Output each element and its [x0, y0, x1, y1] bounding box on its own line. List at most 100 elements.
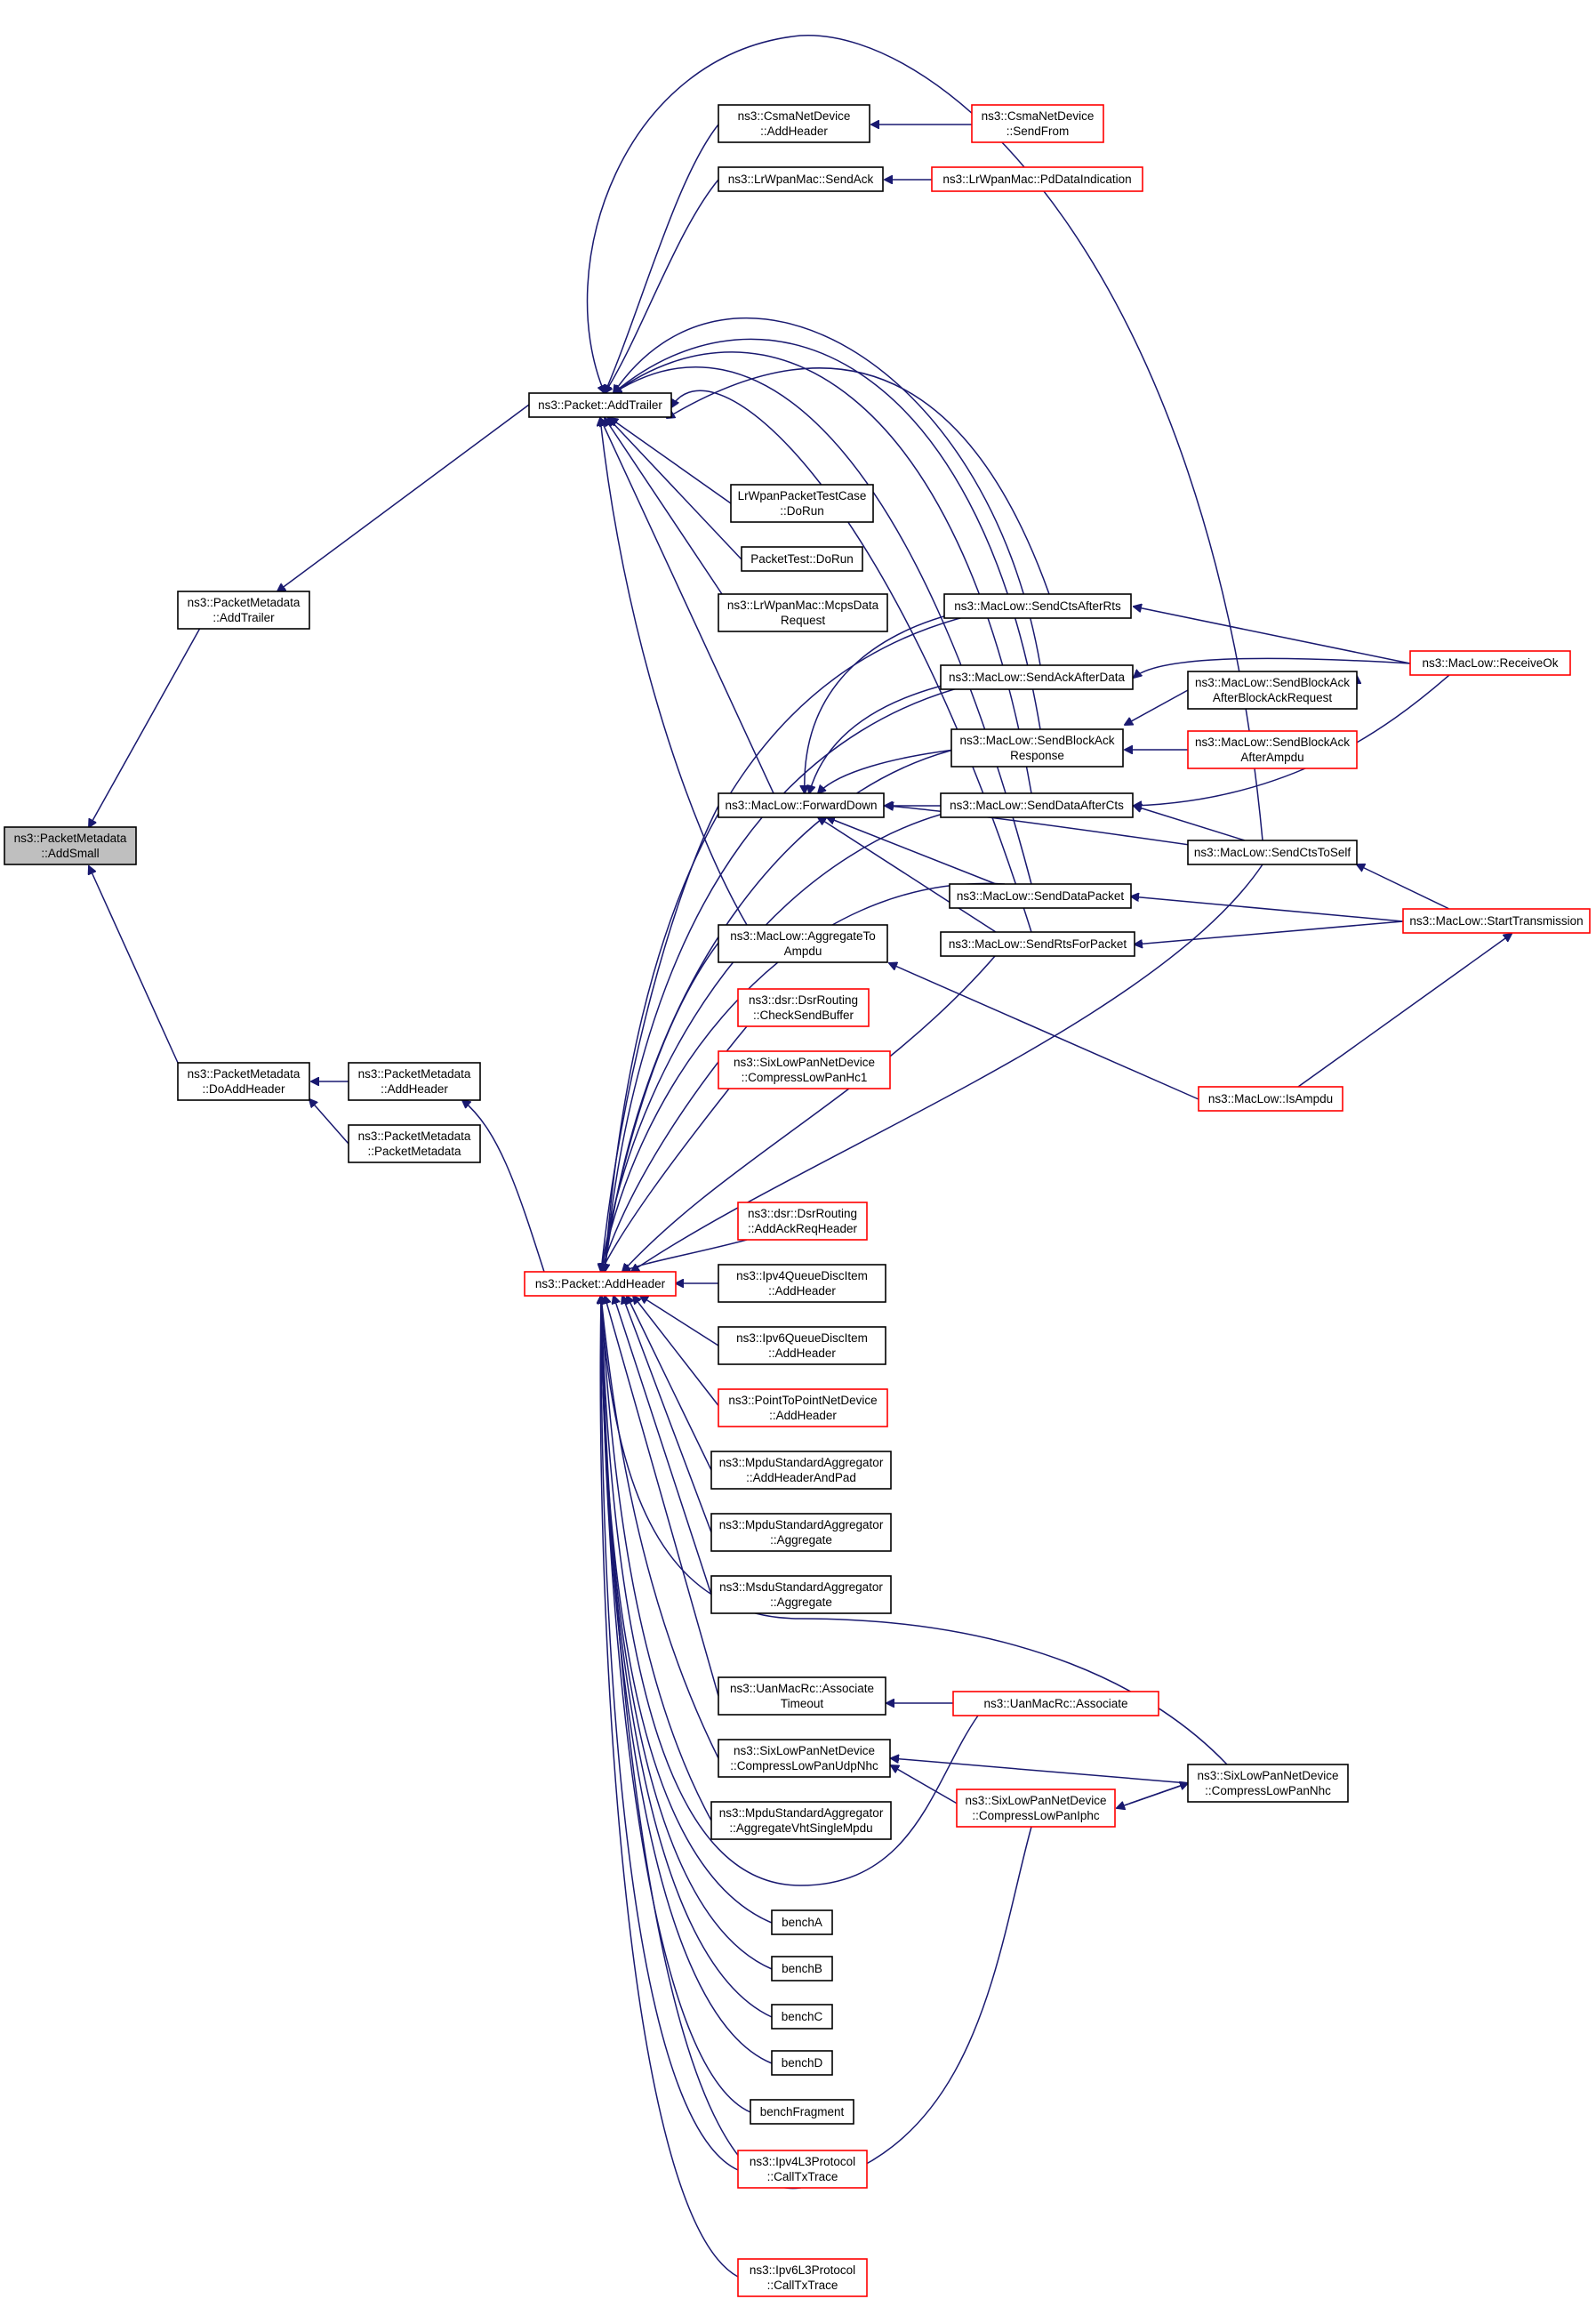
node-pkt-addtrailer[interactable]: ns3::Packet::AddTrailer	[528, 392, 672, 418]
node-forwarddown[interactable]: ns3::MacLow::ForwardDown	[718, 792, 885, 818]
node-box[interactable]	[718, 792, 885, 818]
node-box[interactable]	[1187, 730, 1358, 769]
node-box[interactable]	[737, 988, 870, 1027]
node-box[interactable]	[730, 484, 874, 523]
node-benchc[interactable]: benchC	[771, 2004, 833, 2030]
node-benchfrag[interactable]: benchFragment	[750, 2099, 854, 2125]
node-dsr-ackreq[interactable]: ns3::dsr::DsrRouting::AddAckReqHeader	[737, 1202, 868, 1241]
node-box[interactable]	[771, 1909, 833, 1935]
node-box[interactable]	[718, 1264, 886, 1303]
node-starttransmission[interactable]: ns3::MacLow::StartTransmission	[1402, 908, 1591, 934]
node-csma-addheader[interactable]: ns3::CsmaNetDevice::AddHeader	[718, 104, 870, 143]
node-pm-addheader[interactable]: ns3::PacketMetadata::AddHeader	[348, 1062, 481, 1101]
node-box[interactable]	[1187, 671, 1358, 710]
node-lrwpan-testcase[interactable]: LrWpanPacketTestCase::DoRun	[730, 484, 874, 523]
node-box[interactable]	[718, 1326, 886, 1365]
node-box[interactable]	[931, 166, 1143, 192]
node-packettest[interactable]: PacketTest::DoRun	[741, 546, 863, 572]
node-box[interactable]	[348, 1062, 481, 1101]
node-box[interactable]	[952, 1691, 1159, 1716]
node-box[interactable]	[1198, 1086, 1343, 1112]
node-dsr-checksend[interactable]: ns3::dsr::DsrRouting::CheckSendBuffer	[737, 988, 870, 1027]
node-box[interactable]	[949, 883, 1132, 909]
node-box[interactable]	[737, 2258, 868, 2297]
node-box[interactable]	[524, 1271, 677, 1297]
node-box[interactable]	[348, 1124, 481, 1163]
node-box[interactable]	[1409, 650, 1571, 676]
node-box[interactable]	[718, 1676, 886, 1716]
node-sendrtsforpacket[interactable]: ns3::MacLow::SendRtsForPacket	[940, 931, 1135, 957]
node-senddatapacket[interactable]: ns3::MacLow::SendDataPacket	[949, 883, 1132, 909]
node-mpdu-vht[interactable]: ns3::MpduStandardAggregator::AggregateVh…	[710, 1801, 892, 1840]
node-sixlow-udpnhc[interactable]: ns3::SixLowPanNetDevice::CompressLowPanU…	[718, 1739, 891, 1778]
node-ipv6qdi[interactable]: ns3::Ipv6QueueDiscItem::AddHeader	[718, 1326, 886, 1365]
node-box[interactable]	[718, 924, 888, 963]
node-ipv6l3[interactable]: ns3::Ipv6L3Protocol::CallTxTrace	[737, 2258, 868, 2297]
node-box[interactable]	[718, 593, 888, 632]
node-box[interactable]	[718, 104, 870, 143]
node-box[interactable]	[737, 2150, 868, 2189]
node-lrwpan-sendack[interactable]: ns3::LrWpanMac::SendAck	[718, 166, 884, 192]
node-box[interactable]	[177, 591, 310, 630]
node-box[interactable]	[528, 392, 672, 418]
node-pm-doaddheader[interactable]: ns3::PacketMetadata::DoAddHeader	[177, 1062, 310, 1101]
node-box[interactable]	[943, 593, 1132, 619]
node-ipv4qdi[interactable]: ns3::Ipv4QueueDiscItem::AddHeader	[718, 1264, 886, 1303]
node-box[interactable]	[737, 1202, 868, 1241]
node-ipv4l3[interactable]: ns3::Ipv4L3Protocol::CallTxTrace	[737, 2150, 868, 2189]
node-box[interactable]	[710, 1451, 892, 1490]
node-pkt-addheader[interactable]: ns3::Packet::AddHeader	[524, 1271, 677, 1297]
node-sendblockackafterbar[interactable]: ns3::MacLow::SendBlockAckAfterBlockAckRe…	[1187, 671, 1358, 710]
node-pm-packetmetadata[interactable]: ns3::PacketMetadata::PacketMetadata	[348, 1124, 481, 1163]
node-box[interactable]	[971, 104, 1104, 143]
node-box[interactable]	[1187, 1764, 1349, 1803]
node-addsmall[interactable]: ns3::PacketMetadata::AddSmall	[4, 826, 137, 865]
node-box[interactable]	[710, 1513, 892, 1552]
node-bencha[interactable]: benchA	[771, 1909, 833, 1935]
node-box[interactable]	[771, 1956, 833, 1981]
node-msdu-aggregate[interactable]: ns3::MsduStandardAggregator::Aggregate	[710, 1575, 892, 1614]
node-box[interactable]	[718, 166, 884, 192]
node-box[interactable]	[177, 1062, 310, 1101]
node-receiveok[interactable]: ns3::MacLow::ReceiveOk	[1409, 650, 1571, 676]
node-senddataafterctsx[interactable]: ns3::MacLow::SendDataAfterCts	[940, 792, 1134, 818]
node-mpdu-addheaderpad[interactable]: ns3::MpduStandardAggregator::AddHeaderAn…	[710, 1451, 892, 1490]
node-box[interactable]	[1402, 908, 1591, 934]
node-box[interactable]	[741, 546, 863, 572]
node-sixlow-iphc[interactable]: ns3::SixLowPanNetDevice::CompressLowPanI…	[956, 1789, 1116, 1828]
node-pm-addtrailer[interactable]: ns3::PacketMetadata::AddTrailer	[177, 591, 310, 630]
node-csma-sendfrom[interactable]: ns3::CsmaNetDevice::SendFrom	[971, 104, 1104, 143]
node-box[interactable]	[771, 2050, 833, 2076]
node-sixlow-nhc[interactable]: ns3::SixLowPanNetDevice::CompressLowPanN…	[1187, 1764, 1349, 1803]
node-box[interactable]	[718, 1050, 891, 1089]
node-box[interactable]	[750, 2099, 854, 2125]
node-sixlow-hc1[interactable]: ns3::SixLowPanNetDevice::CompressLowPanH…	[718, 1050, 891, 1089]
node-box[interactable]	[771, 2004, 833, 2030]
node-box[interactable]	[950, 728, 1124, 768]
node-p2p-addheader[interactable]: ns3::PointToPointNetDevice::AddHeader	[718, 1388, 888, 1427]
node-sendackafterdata[interactable]: ns3::MacLow::SendAckAfterData	[940, 664, 1134, 690]
node-uan-associate[interactable]: ns3::UanMacRc::Associate	[952, 1691, 1159, 1716]
node-box[interactable]	[940, 931, 1135, 957]
node-box[interactable]	[940, 664, 1134, 690]
node-lrwpan-pddata[interactable]: ns3::LrWpanMac::PdDataIndication	[931, 166, 1143, 192]
node-box[interactable]	[1187, 840, 1358, 865]
node-box[interactable]	[718, 1739, 891, 1778]
node-benchb[interactable]: benchB	[771, 1956, 833, 1981]
node-sendctstoself[interactable]: ns3::MacLow::SendCtsToSelf	[1187, 840, 1358, 865]
node-box[interactable]	[710, 1575, 892, 1614]
node-box[interactable]	[940, 792, 1134, 818]
node-box[interactable]	[718, 1388, 888, 1427]
node-mpdu-aggregate[interactable]: ns3::MpduStandardAggregator::Aggregate	[710, 1513, 892, 1552]
node-sendctsafterrts[interactable]: ns3::MacLow::SendCtsAfterRts	[943, 593, 1132, 619]
node-benchd[interactable]: benchD	[771, 2050, 833, 2076]
node-box[interactable]	[956, 1789, 1116, 1828]
node-box[interactable]	[4, 826, 137, 865]
node-isampdu[interactable]: ns3::MacLow::IsAmpdu	[1198, 1086, 1343, 1112]
node-box[interactable]	[710, 1801, 892, 1840]
